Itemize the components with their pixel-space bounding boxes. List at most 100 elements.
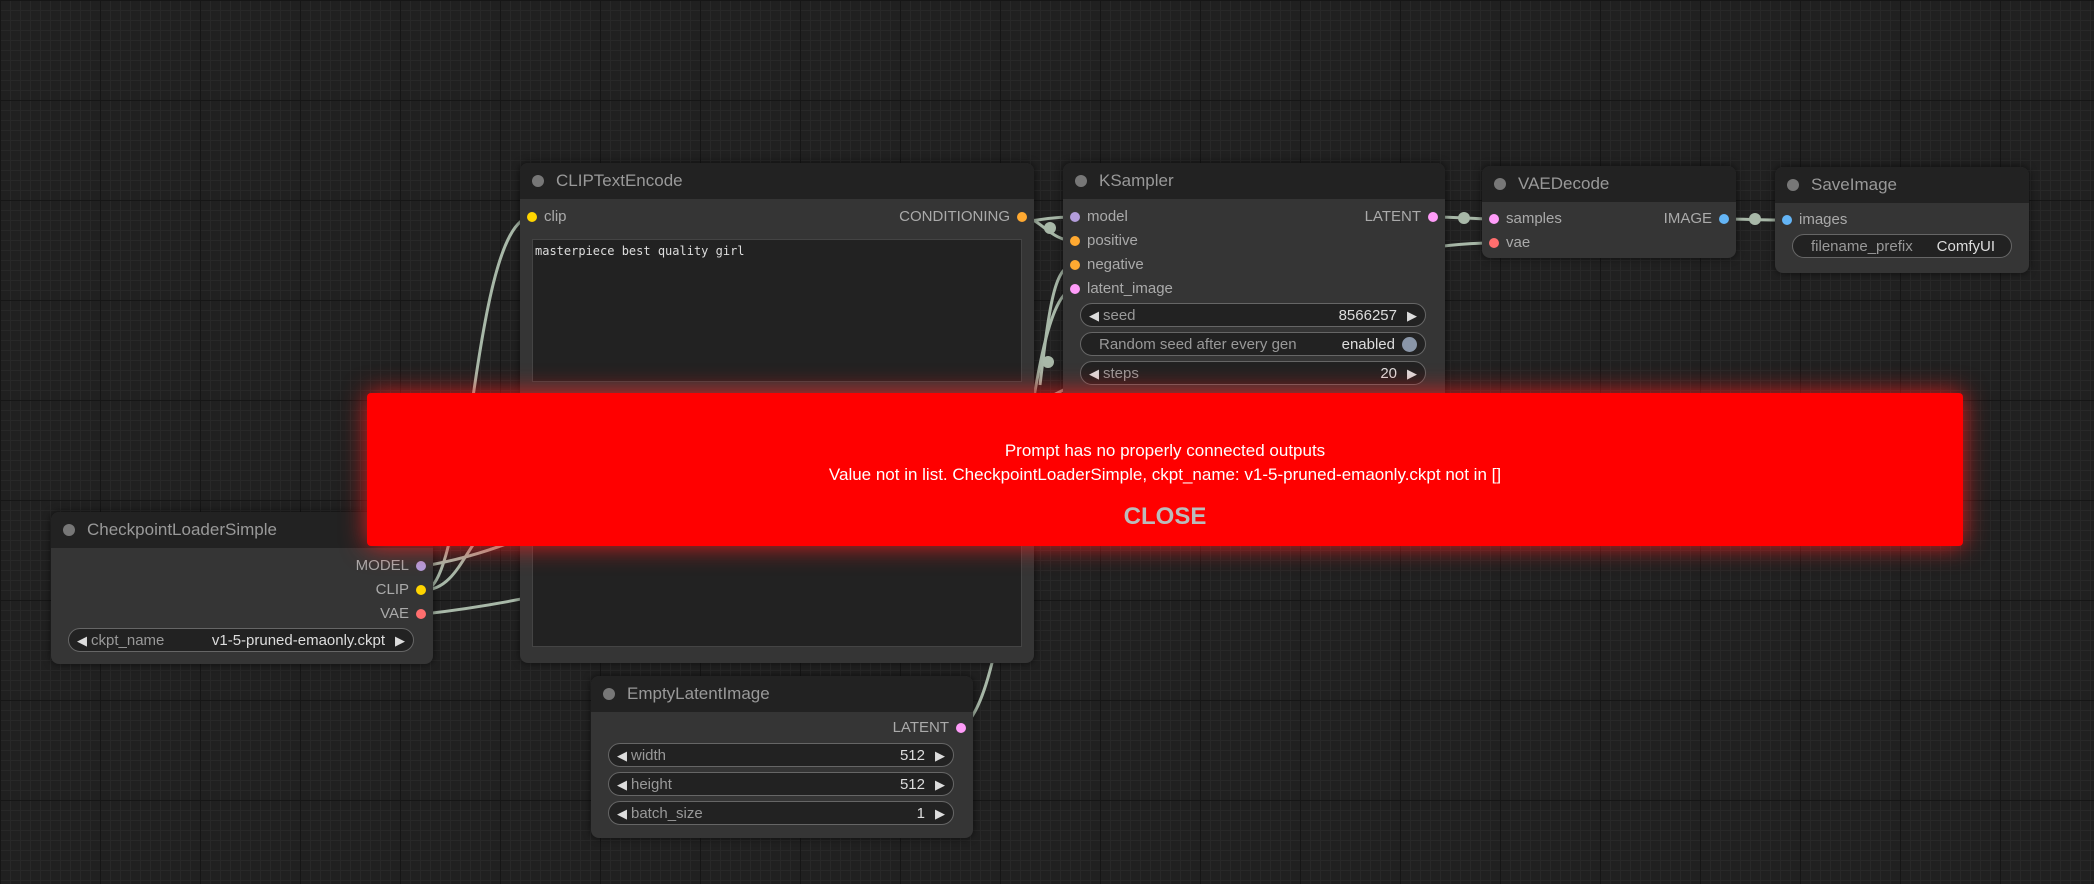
image-slot-icon[interactable] xyxy=(1782,215,1792,225)
conditioning-slot-icon[interactable] xyxy=(1070,236,1080,246)
collapse-dot-icon[interactable] xyxy=(1075,175,1087,187)
batch-size-widget[interactable]: ◀ batch_size 1 ▶ xyxy=(608,801,954,825)
slot-label: LATENT xyxy=(1364,208,1421,225)
collapse-dot-icon[interactable] xyxy=(1787,179,1799,191)
widget-value: v1-5-pruned-emaonly.ckpt xyxy=(211,632,385,649)
vae-slot-icon[interactable] xyxy=(416,609,426,619)
slot-label: negative xyxy=(1087,256,1144,273)
collapse-dot-icon[interactable] xyxy=(532,175,544,187)
latent-slot-icon[interactable] xyxy=(956,723,966,733)
prompt-textarea[interactable]: masterpiece best quality girl xyxy=(532,239,1022,382)
slot-label: LATENT xyxy=(892,719,949,736)
widget-label: height xyxy=(631,776,672,793)
model-slot-icon[interactable] xyxy=(416,561,426,571)
input-slot-clip[interactable]: clip xyxy=(520,205,1034,229)
slot-label: MODEL xyxy=(355,557,409,574)
widget-value: enabled xyxy=(1341,336,1395,353)
decrement-arrow-icon[interactable]: ◀ xyxy=(1089,366,1099,381)
widget-label: ckpt_name xyxy=(91,632,165,649)
node-title[interactable]: EmptyLatentImage xyxy=(591,676,973,712)
node-title[interactable]: KSampler xyxy=(1063,163,1445,199)
collapse-dot-icon[interactable] xyxy=(603,688,615,700)
widget-label: batch_size xyxy=(631,805,703,822)
decrement-arrow-icon[interactable]: ◀ xyxy=(617,777,627,792)
toggle-knob-icon[interactable] xyxy=(1402,337,1417,352)
node-title-text: KSampler xyxy=(1099,171,1174,190)
collapse-dot-icon[interactable] xyxy=(63,524,75,536)
next-arrow-icon[interactable]: ▶ xyxy=(395,633,405,648)
widget-label: width xyxy=(631,747,667,764)
decrement-arrow-icon[interactable]: ◀ xyxy=(1089,308,1099,323)
widget-label: steps xyxy=(1103,365,1139,382)
increment-arrow-icon[interactable]: ▶ xyxy=(935,806,945,821)
node-title[interactable]: SaveImage xyxy=(1775,167,2029,203)
previous-arrow-icon[interactable]: ◀ xyxy=(77,633,87,648)
slot-label: model xyxy=(1087,208,1128,225)
slot-label: samples xyxy=(1506,210,1562,227)
increment-arrow-icon[interactable]: ▶ xyxy=(935,748,945,763)
error-detail: Value not in list. CheckpointLoaderSimpl… xyxy=(828,465,1502,484)
output-slot-model[interactable]: MODEL xyxy=(51,554,433,578)
node-title[interactable]: CLIPTextEncode xyxy=(520,163,1034,199)
node-title[interactable]: VAEDecode xyxy=(1482,166,1736,202)
collapse-dot-icon[interactable] xyxy=(1494,178,1506,190)
slot-label: images xyxy=(1799,211,1848,228)
width-widget[interactable]: ◀ width 512 ▶ xyxy=(608,743,954,767)
widget-value: 8566257 xyxy=(1338,307,1397,324)
increment-arrow-icon[interactable]: ▶ xyxy=(935,777,945,792)
conditioning-slot-icon[interactable] xyxy=(1070,260,1080,270)
output-slot-image[interactable]: IMAGE xyxy=(1482,207,1736,231)
prompt-textarea-secondary[interactable] xyxy=(532,543,1022,647)
widget-label: seed xyxy=(1103,307,1136,324)
random-seed-toggle[interactable]: Random seed after every gen enabled xyxy=(1080,332,1426,356)
slot-label: CONDITIONING xyxy=(899,208,1010,225)
node-title-text: EmptyLatentImage xyxy=(627,684,770,703)
slot-label: IMAGE xyxy=(1663,210,1712,227)
widget-value: ComfyUI xyxy=(1936,238,1995,255)
output-slot-clip[interactable]: CLIP xyxy=(51,578,433,602)
error-dialog: Prompt has no properly connected outputs… xyxy=(367,393,1963,546)
slot-label: clip xyxy=(544,208,567,225)
slot-label: VAE xyxy=(380,605,409,622)
close-button[interactable]: CLOSE xyxy=(1116,503,1215,531)
output-slot-latent[interactable]: LATENT xyxy=(591,716,973,740)
node-vaedecode[interactable]: VAEDecode samples IMAGE vae xyxy=(1482,166,1736,258)
latent-slot-icon[interactable] xyxy=(1489,214,1499,224)
seed-widget[interactable]: ◀ seed 8566257 ▶ xyxy=(1080,303,1426,327)
decrement-arrow-icon[interactable]: ◀ xyxy=(617,806,627,821)
node-saveimage[interactable]: SaveImage images filename_prefix ComfyUI xyxy=(1775,167,2029,273)
filename-prefix-field[interactable]: filename_prefix ComfyUI xyxy=(1792,234,2012,258)
node-ksampler[interactable]: KSampler model LATENT positive negative … xyxy=(1063,163,1445,403)
widget-value: 1 xyxy=(916,805,925,822)
node-title-text: CheckpointLoaderSimple xyxy=(87,520,277,539)
node-title-text: SaveImage xyxy=(1811,175,1897,194)
error-message: Prompt has no properly connected outputs xyxy=(1004,441,1326,460)
slot-label: vae xyxy=(1506,234,1531,251)
latent-slot-icon[interactable] xyxy=(1070,284,1080,294)
decrement-arrow-icon[interactable]: ◀ xyxy=(617,748,627,763)
model-slot-icon[interactable] xyxy=(1070,212,1080,222)
vae-slot-icon[interactable] xyxy=(1489,238,1499,248)
increment-arrow-icon[interactable]: ▶ xyxy=(1407,308,1417,323)
output-slot-conditioning[interactable]: CONDITIONING xyxy=(520,205,1034,229)
conditioning-slot-icon[interactable] xyxy=(1017,212,1027,222)
clip-slot-icon[interactable] xyxy=(527,212,537,222)
steps-widget[interactable]: ◀ steps 20 ▶ xyxy=(1080,361,1426,385)
height-widget[interactable]: ◀ height 512 ▶ xyxy=(608,772,954,796)
output-slot-vae[interactable]: VAE xyxy=(51,602,433,626)
widget-label: Random seed after every gen xyxy=(1099,336,1297,353)
slot-label: latent_image xyxy=(1087,280,1173,297)
widget-value: 20 xyxy=(1380,365,1397,382)
slot-label: CLIP xyxy=(375,581,409,598)
node-emptylatentimage[interactable]: EmptyLatentImage LATENT ◀ width 512 ▶ ◀ … xyxy=(591,676,973,838)
image-slot-icon[interactable] xyxy=(1719,214,1729,224)
widget-value: 512 xyxy=(899,776,925,793)
node-title-text: CLIPTextEncode xyxy=(556,171,683,190)
output-slot-latent[interactable]: LATENT xyxy=(1063,205,1445,229)
slot-label: positive xyxy=(1087,232,1138,249)
increment-arrow-icon[interactable]: ▶ xyxy=(1407,366,1417,381)
clip-slot-icon[interactable] xyxy=(416,585,426,595)
ckpt-name-combo[interactable]: ◀ ckpt_name v1-5-pruned-emaonly.ckpt ▶ xyxy=(68,628,414,652)
latent-slot-icon[interactable] xyxy=(1428,212,1438,222)
